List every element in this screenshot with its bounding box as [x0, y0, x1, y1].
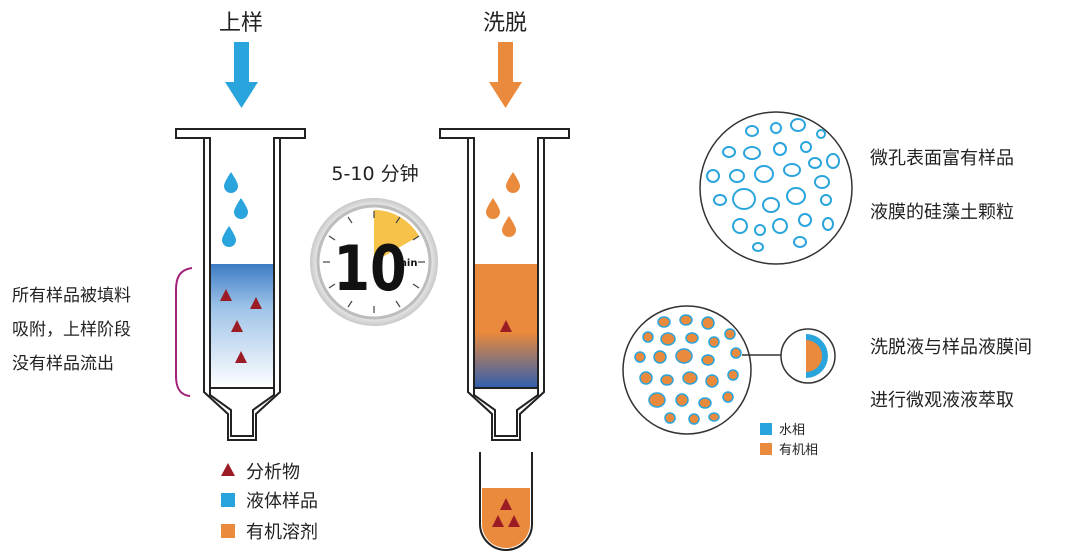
- timer-value: 10: [333, 233, 406, 305]
- side-note-line-1: 所有样品被填料: [12, 286, 131, 306]
- phase-legend-aqueous: 水相: [779, 423, 805, 438]
- elute-label: 洗脱: [483, 11, 527, 36]
- analyte-triangle: [500, 320, 512, 332]
- organic-solvent-legend-icon: [221, 524, 235, 538]
- collection-tube: [479, 452, 533, 551]
- right-mid-line-1: 洗脱液与样品液膜间: [870, 337, 1032, 358]
- droplet-icon: [222, 172, 248, 247]
- extraction-particle: [622, 305, 781, 435]
- legend-organic-solvent: 有机溶剂: [246, 522, 318, 543]
- stopwatch-icon: 10 min: [310, 198, 438, 326]
- side-note-line-2: 吸附，上样阶段: [12, 320, 131, 340]
- load-label: 上样: [219, 11, 263, 36]
- load-arrow-icon: [225, 42, 258, 108]
- organic-phase-legend-icon: [760, 443, 772, 455]
- analyte-legend-icon: [221, 463, 235, 476]
- liquid-sample-legend-icon: [221, 493, 235, 507]
- legend-liquid-sample: 液体样品: [246, 491, 318, 512]
- aqueous-phase-legend-icon: [760, 423, 772, 435]
- right-top-line-2: 液膜的硅藻土颗粒: [870, 202, 1014, 223]
- phase-legend: 水相 有机相: [760, 423, 818, 458]
- right-top-line-1: 微孔表面富有样品: [870, 148, 1014, 169]
- elution-column: [439, 128, 570, 441]
- droplet-icon: [486, 172, 520, 237]
- analyte-triangles: [220, 289, 262, 363]
- legend: 分析物 液体样品 有机溶剂: [221, 462, 318, 543]
- time-label: 5-10 分钟: [331, 163, 418, 185]
- diatom-particle: [699, 111, 853, 265]
- interface-detail: [780, 328, 836, 384]
- phase-legend-organic: 有机相: [779, 443, 818, 458]
- legend-analyte: 分析物: [246, 462, 300, 483]
- timer-unit: min: [397, 258, 418, 269]
- side-bracket: [175, 267, 193, 397]
- loading-column: [175, 128, 306, 441]
- elute-arrow-icon: [489, 42, 522, 108]
- right-mid-line-2: 进行微观液液萃取: [870, 390, 1014, 411]
- side-note-line-3: 没有样品流出: [12, 354, 114, 374]
